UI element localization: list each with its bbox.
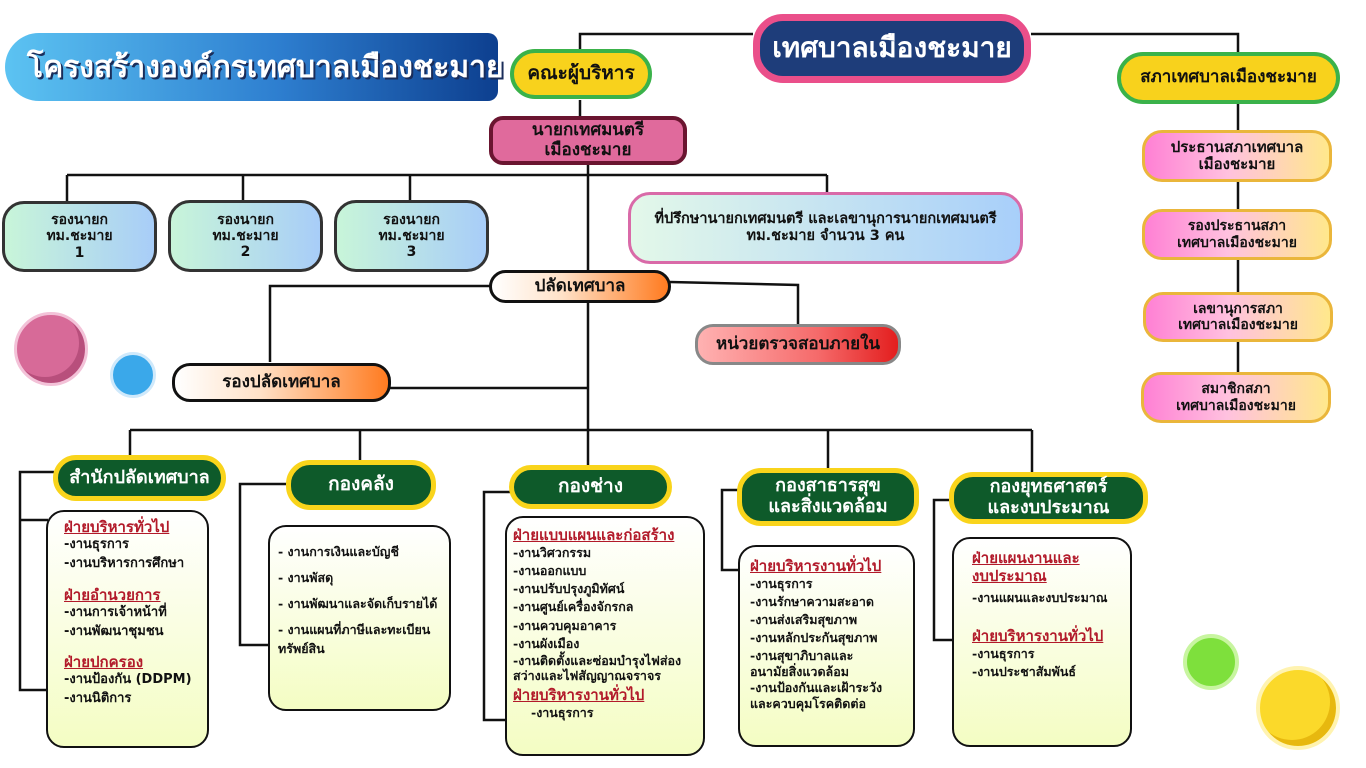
list-item: -งานหลักประกันสุขภาพ: [750, 630, 878, 646]
dept-engineering: กองช่าง: [509, 465, 672, 509]
dept-clerk-office-list: ฝ่ายบริหารทั่วไป -งานธุรการ -งานบริหารกา…: [46, 510, 209, 748]
council-member-box: สมาชิกสภา เทศบาลเมืองชะมาย: [1141, 372, 1331, 423]
council-president-box: ประธานสภาเทศบาล เมืองชะมาย: [1142, 130, 1332, 182]
decorative-circle-pink: [14, 312, 88, 386]
list-item: -งานปรับปรุงภูมิทัศน์: [513, 581, 625, 597]
list-item: -งานนิติการ: [64, 691, 132, 707]
advisor-box: ที่ปรึกษานายกเทศมนตรี และเลขานุการนายกเท…: [628, 192, 1023, 264]
section-title: ฝ่ายบริหารทั่วไป: [64, 518, 170, 536]
deputy-mayor-3-box: รองนายก ทม.ชะมาย 3: [334, 200, 489, 272]
council-secretary-box: เลขานุการสภา เทศบาลเมืองชะมาย: [1143, 292, 1333, 342]
mayor-box: นายกเทศมนตรี เมืองชะมาย: [489, 116, 687, 165]
dept-finance: กองคลัง: [286, 460, 436, 510]
dept-strategy-budget: กองยุทธศาสตร์ และงบประมาณ: [949, 472, 1148, 524]
section-title: ฝ่ายบริหารงานทั่วไป: [750, 557, 882, 575]
list-item: -งานผังเมือง: [513, 635, 580, 651]
page-title: โครงสร้างองค์กรเทศบาลเมืองชะมาย: [5, 33, 504, 101]
deputy-mayor-1-box: รองนายก ทม.ชะมาย 1: [2, 201, 157, 272]
decorative-circle-yellow: [1256, 666, 1340, 750]
deputy-mayor-2-box: รองนายก ทม.ชะมาย 2: [168, 200, 323, 272]
council-vice-president-box: รองประธานสภา เทศบาลเมืองชะมาย: [1142, 209, 1332, 260]
top-org-box: เทศบาลเมืองชะมาย: [753, 14, 1031, 83]
decorative-circle-green: [1183, 634, 1239, 690]
list-item: -งานธุรการ: [972, 646, 1035, 662]
list-item: -งานการเจ้าหน้าที่: [64, 604, 167, 620]
section-title: ฝ่ายบริหารงานทั่วไป: [513, 686, 645, 704]
deputy-clerk-box: รองปลัดเทศบาล: [172, 363, 391, 402]
list-item: - งานการเงินและบัญชี: [278, 544, 399, 559]
list-item: -งานป้องกันและเฝ้าระวัง และควบคุมโรคติดต…: [750, 680, 883, 712]
list-item: -งานศูนย์เครื่องจักรกล: [513, 599, 634, 615]
list-item: - งานแผนที่ภาษีและทะเบียน ทรัพย์สิน: [278, 622, 431, 656]
list-item: -งานป้องกัน (DDPM): [64, 672, 192, 688]
executive-box: คณะผู้บริหาร: [510, 49, 652, 99]
dept-finance-list: - งานการเงินและบัญชี - งานพัสดุ - งานพัฒ…: [268, 525, 451, 711]
list-item: -งานควบคุมอาคาร: [513, 617, 617, 633]
list-item: - งานพัฒนาและจัดเก็บรายได้: [278, 596, 438, 612]
clerk-box: ปลัดเทศบาล: [489, 270, 671, 303]
list-item: -งานส่งเสริมสุขภาพ: [750, 612, 858, 628]
list-item: -งานออกแบบ: [513, 563, 587, 579]
list-item: - งานพัสดุ: [278, 570, 334, 586]
list-item: -งานแผนและงบประมาณ: [972, 590, 1108, 605]
council-box: สภาเทศบาลเมืองชะมาย: [1117, 52, 1340, 104]
list-item: -งานรักษาความสะอาด: [750, 594, 875, 610]
section-title: ฝ่ายบริหารงานทั่วไป: [972, 627, 1104, 646]
list-item: -งานบริหารการศึกษา: [64, 555, 185, 571]
internal-audit-box: หน่วยตรวจสอบภายใน: [695, 324, 901, 365]
dept-engineering-list: ฝ่ายแบบแผนและก่อสร้าง -งานวิศวกรรม -งานอ…: [505, 516, 705, 756]
section-title: ฝ่ายแบบแผนและก่อสร้าง: [513, 526, 675, 544]
section-title: ฝ่ายปกครอง: [64, 653, 144, 672]
dept-public-health-list: ฝ่ายบริหารงานทั่วไป -งานธุรการ -งานรักษา…: [738, 545, 915, 747]
dept-strategy-budget-list: ฝ่ายแผนงานและ งบประมาณ -งานแผนและงบประมา…: [952, 537, 1132, 747]
section-title: ฝ่ายแผนงานและ งบประมาณ: [972, 549, 1080, 585]
section-title: ฝ่ายอำนวยการ: [64, 585, 161, 604]
list-item: -งานประชาสัมพันธ์: [972, 664, 1077, 680]
list-item: -งานวิศวกรรม: [513, 545, 592, 560]
list-item: -งานติดตั้งและซ่อมบำรุงไฟส่อง สว่างและไฟ…: [513, 652, 682, 684]
dept-public-health: กองสาธารสุข และสิ่งแวดล้อม: [737, 468, 919, 526]
list-item: -งานธุรการ: [531, 705, 594, 720]
list-item: -งานสุขาภิบาลและ อนามัยสิ่งแวดล้อม: [750, 647, 854, 679]
dept-clerk-office: สำนักปลัดเทศบาล: [53, 455, 226, 501]
list-item: -งานพัฒนาชุมชน: [64, 623, 164, 639]
list-item: -งานธุรการ: [750, 576, 813, 591]
decorative-circle-blue: [110, 352, 156, 398]
list-item: -งานธุรการ: [64, 537, 129, 552]
